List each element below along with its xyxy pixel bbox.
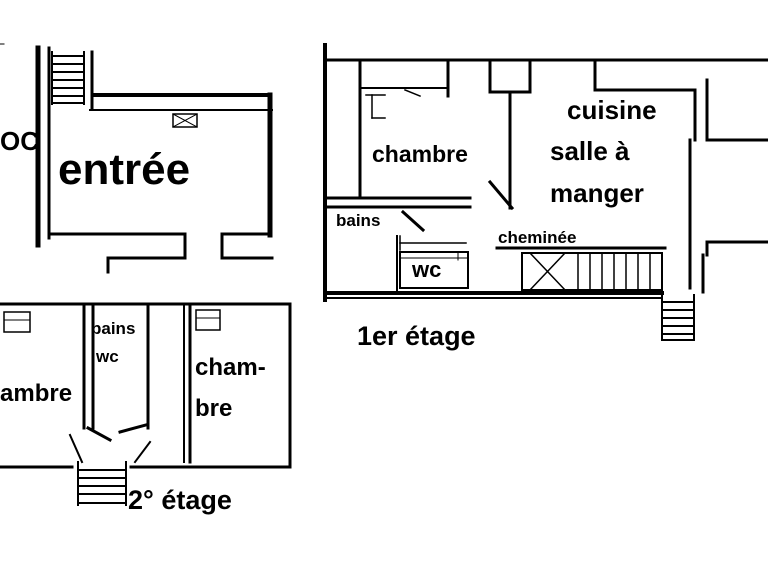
first-floor-exterior-stairs [661, 294, 695, 341]
ground-floor-fixture [172, 113, 198, 128]
room-label-entree: entrée [58, 145, 191, 194]
ground-floor-walls [0, 43, 274, 274]
room-label-manger: manger [550, 178, 644, 208]
label-cheminee: cheminée [498, 228, 577, 247]
room-label-chambre-2-right-line2: bre [195, 395, 233, 422]
room-label-bains-1: bains [336, 211, 381, 230]
second-floor-fixtures [3, 309, 221, 333]
room-label-chambre-2-left: ambre [0, 380, 73, 407]
first-floor-walls [323, 43, 768, 302]
floor-caption-1er-etage: 1er étage [357, 321, 476, 351]
wc-fixture [399, 251, 469, 289]
second-floor-stairs [77, 461, 127, 506]
room-label-chambre-1: chambre [372, 141, 468, 167]
room-label-bains-2: bains [91, 319, 136, 338]
floor-caption-2e-etage: 2° étage [128, 485, 232, 515]
label-oc: OC [0, 126, 39, 156]
second-floor-walls [0, 302, 292, 469]
room-label-chambre-2-right-line1: cham- [195, 354, 266, 381]
first-floor-stairs [521, 251, 663, 292]
room-label-salle-a: salle à [550, 136, 630, 166]
room-label-wc-1: wc [412, 257, 442, 282]
room-label-wc-2: wc [96, 347, 119, 366]
bath-fixture [399, 235, 467, 251]
room-label-cuisine: cuisine [567, 95, 657, 125]
ground-floor-stairs [51, 51, 85, 105]
